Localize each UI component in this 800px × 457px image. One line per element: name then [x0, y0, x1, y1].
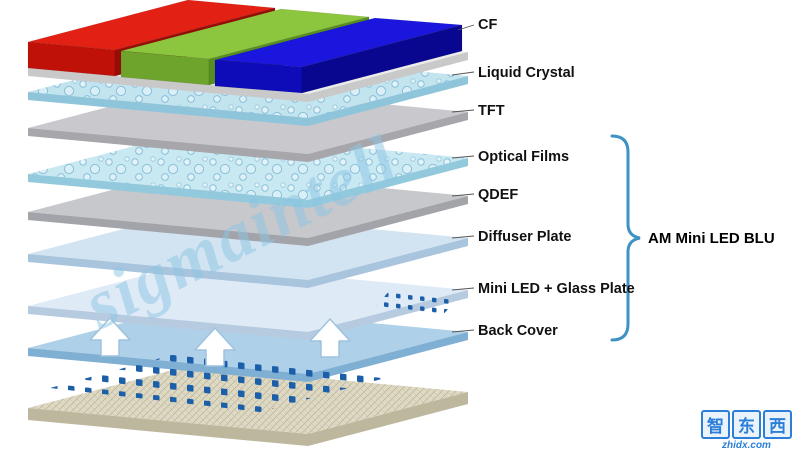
label-line [451, 109, 475, 113]
layer-label-qdef: QDEF [478, 187, 519, 203]
optical-films-texture [28, 132, 468, 200]
label-line [451, 71, 475, 76]
label-line [451, 193, 475, 197]
bottom-plate-front [28, 408, 308, 446]
logo-char: 东 [732, 410, 761, 439]
light-arrows [89, 317, 351, 367]
up-arrow-icon [89, 317, 131, 357]
diffuser-side [308, 238, 468, 288]
mini-led-array [50, 350, 400, 412]
glass-plate-front [28, 306, 308, 340]
qdef-front [28, 212, 308, 246]
cf-rgb-blocks [27, 0, 463, 94]
blue-side [301, 24, 463, 94]
layer-label-liquid-crystal: Liquid Crystal [478, 65, 575, 81]
tft-side [308, 112, 468, 162]
label-line [451, 287, 475, 291]
optical-films-side [308, 158, 468, 208]
label-line [451, 155, 475, 159]
glass-plate-top [28, 264, 468, 332]
layer-label-tft: TFT [478, 103, 505, 119]
layer-mini-led-glass [28, 264, 468, 340]
layer-label-diffuser-plate: Diffuser Plate [478, 229, 572, 245]
blue-filter-block [214, 17, 463, 94]
layer-label-back-cover: Back Cover [478, 323, 558, 339]
label-line [451, 235, 475, 239]
logo-char: 西 [763, 410, 792, 439]
layer-label-mini-led-glass: Mini LED + Glass Plate [478, 281, 635, 297]
label-line [451, 329, 475, 333]
tft-front [28, 128, 308, 162]
bottom-plate-side [308, 392, 468, 446]
label-line [457, 24, 475, 31]
qdef-side [308, 196, 468, 246]
bracket-label-am-mini-led-blu: AM Mini LED BLU [648, 230, 775, 247]
optical-films-front [28, 174, 308, 208]
up-arrow-icon [194, 327, 236, 367]
zhidx-logo: 智 东 西 zhidx.com [701, 410, 792, 451]
mini-led-patch [372, 288, 460, 318]
layer-optical-films [28, 132, 468, 208]
cf-side [308, 52, 468, 102]
logo-tiles: 智 东 西 [701, 410, 792, 439]
cf-front [28, 68, 308, 102]
liquid-crystal-front [28, 92, 308, 126]
label-lines [451, 24, 475, 333]
blu-bracket [610, 134, 641, 342]
liquid-crystal-side [308, 76, 468, 126]
up-arrow-icon [309, 318, 351, 358]
layer-label-optical-films: Optical Films [478, 149, 570, 165]
logo-site-text: zhidx.com [722, 440, 771, 451]
logo-char: 智 [701, 410, 730, 439]
diffuser-front [28, 254, 308, 288]
layer-label-cf: CF [478, 17, 498, 33]
